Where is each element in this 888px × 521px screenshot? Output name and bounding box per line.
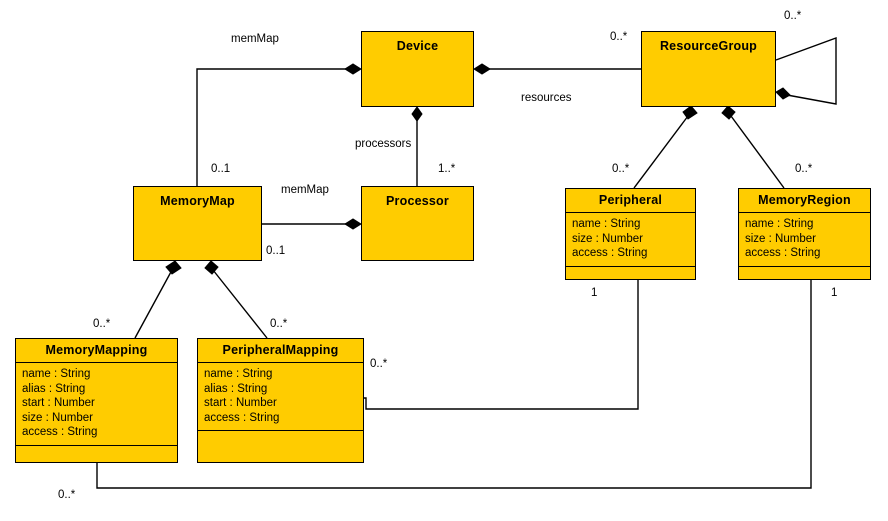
multiplicity-memorymapping-bottom: 0..* xyxy=(58,489,76,501)
class-box-memorymapping[interactable]: MemoryMapping name : String alias : Stri… xyxy=(15,338,178,463)
multiplicity-memorymap-bottom: 0..1 xyxy=(266,245,286,257)
attribute-row: access : String xyxy=(204,411,280,424)
attribute-row: size : Number xyxy=(745,232,816,245)
attribute-row: alias : String xyxy=(22,382,86,395)
multiplicity-processor-top: 1..* xyxy=(438,163,456,175)
multiplicity-peripheralmapping-right: 0..* xyxy=(370,358,388,370)
multiplicity-memorymap-top: 0..1 xyxy=(211,163,231,175)
multiplicity-peripheralmapping-top: 0..* xyxy=(270,318,288,330)
attribute-row: access : String xyxy=(572,247,648,259)
edge-label-processors: processors xyxy=(355,138,412,150)
class-name-memorymap: MemoryMap xyxy=(160,194,235,208)
edge-label-memmap-device: memMap xyxy=(231,33,279,45)
class-attributes-memoryregion: name : String size : Number access : Str… xyxy=(739,213,870,267)
attribute-row: access : String xyxy=(22,426,98,438)
class-box-peripheral[interactable]: Peripheral name : String size : Number a… xyxy=(565,188,696,280)
class-box-memorymap[interactable]: MemoryMap xyxy=(133,186,262,261)
multiplicity-peripheral-bottom: 1 xyxy=(591,287,598,299)
class-name-memoryregion: MemoryRegion xyxy=(739,189,870,213)
multiplicity-resourcegroup-self: 0..* xyxy=(784,10,802,22)
multiplicity-memoryregion-top: 0..* xyxy=(795,163,813,175)
composition-diamond-resourcegroup-memoryregion xyxy=(721,105,736,120)
attribute-row: size : Number xyxy=(22,411,93,424)
attribute-row: name : String xyxy=(22,368,91,380)
composition-diamond-device-processors xyxy=(411,106,423,122)
edge-memorymap-peripheralmapping xyxy=(204,260,268,339)
composition-diamond-resourcegroup-self xyxy=(775,87,791,100)
class-operations-memorymapping xyxy=(16,446,177,460)
class-name-resourcegroup: ResourceGroup xyxy=(659,39,758,53)
composition-diamond-memorymap-processor xyxy=(344,218,362,230)
edge-label-memmap-processor: memMap xyxy=(281,184,329,196)
attribute-row: name : String xyxy=(572,218,641,230)
composition-diamond-resourcegroup-peripheral xyxy=(682,105,698,120)
multiplicity-resourcegroup-left: 0..* xyxy=(610,31,628,43)
edge-resourcegroup-peripheral xyxy=(633,105,698,189)
class-attributes-peripheral: name : String size : Number access : Str… xyxy=(566,213,695,267)
class-name-memorymapping: MemoryMapping xyxy=(16,339,177,363)
attribute-row: start : Number xyxy=(204,397,277,409)
class-attributes-memorymapping: name : String alias : String start : Num… xyxy=(16,363,177,446)
edge-resourcegroup-memoryregion xyxy=(721,105,785,189)
edge-label-resources: resources xyxy=(521,92,572,104)
class-operations-peripheral xyxy=(566,267,695,281)
class-name-peripheral: Peripheral xyxy=(566,189,695,213)
attribute-row: start : Number xyxy=(22,397,95,409)
attribute-row: alias : String xyxy=(204,382,268,395)
class-operations-peripheralmapping xyxy=(198,431,363,445)
class-name-device: Device xyxy=(396,39,439,53)
edge-memorymap-memorymapping xyxy=(134,260,182,339)
composition-diamond-memorymap-peripheralmapping xyxy=(204,260,219,275)
class-box-device[interactable]: Device xyxy=(361,31,474,107)
class-name-processor: Processor xyxy=(386,194,449,208)
attribute-row: access : String xyxy=(745,247,821,259)
attribute-row: size : Number xyxy=(572,232,643,245)
class-box-resourcegroup[interactable]: ResourceGroup xyxy=(641,31,776,107)
edge-device-resourcegroup xyxy=(473,63,641,75)
class-operations-memoryregion xyxy=(739,267,870,281)
composition-diamond-device-memmap xyxy=(344,63,362,75)
multiplicity-memorymapping-top: 0..* xyxy=(93,318,111,330)
edge-device-processor xyxy=(411,106,423,186)
class-box-peripheralmapping[interactable]: PeripheralMapping name : String alias : … xyxy=(197,338,364,463)
composition-diamond-memorymap-memorymapping xyxy=(165,260,182,275)
multiplicity-memoryregion-bottom: 1 xyxy=(831,287,838,299)
edge-memorymap-processor xyxy=(262,218,362,230)
attribute-row: name : String xyxy=(204,368,273,380)
attribute-row: name : String xyxy=(745,218,814,230)
class-box-processor[interactable]: Processor xyxy=(361,186,474,261)
class-attributes-peripheralmapping: name : String alias : String start : Num… xyxy=(198,363,363,431)
class-name-peripheralmapping: PeripheralMapping xyxy=(198,339,363,363)
edge-resourcegroup-self xyxy=(775,36,837,105)
composition-diamond-device-resources xyxy=(473,63,491,75)
class-box-memoryregion[interactable]: MemoryRegion name : String size : Number… xyxy=(738,188,871,280)
multiplicity-peripheral-top: 0..* xyxy=(612,163,630,175)
